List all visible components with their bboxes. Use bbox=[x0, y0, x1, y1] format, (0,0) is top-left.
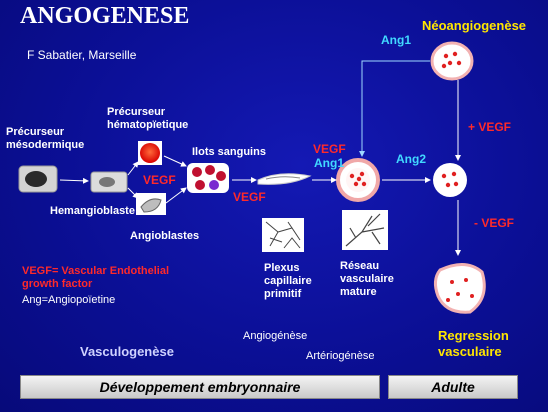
blood-islands bbox=[187, 163, 229, 193]
label-angiogenese: Angiogénèse bbox=[243, 330, 308, 342]
label-precurseur-hematopoietique: Précurseur hématopïetique bbox=[107, 106, 189, 131]
label-arteriogenese: Artériogénèse bbox=[306, 350, 375, 362]
label-plexus: Plexus capillaire primitif bbox=[264, 262, 312, 300]
vessel-section-neo bbox=[430, 41, 474, 81]
label-ang1-mid: Ang1 bbox=[314, 156, 344, 170]
label-reseau: Réseau vasculaire mature bbox=[340, 260, 394, 298]
label-vegf-1: VEGF bbox=[143, 173, 176, 187]
label-ilots-sanguins: Ilots sanguins bbox=[192, 146, 266, 158]
vessel-section-right bbox=[433, 163, 467, 197]
mature-network bbox=[342, 210, 388, 250]
label-minus-vegf: - VEGF bbox=[474, 216, 515, 230]
label-vegf-3: VEGF bbox=[313, 142, 346, 156]
bar-developpement-embryonnaire: Développement embryonnaire bbox=[20, 375, 380, 399]
label-precurseur-mesodermique: Précurseur mésodermique bbox=[6, 126, 85, 151]
definition-vegf: VEGF= Vascular Endothelial growth factor bbox=[22, 265, 170, 290]
vessel-section-regression bbox=[433, 263, 486, 314]
mesoderm-cell bbox=[18, 165, 58, 193]
hemangioblast-cell bbox=[90, 171, 128, 193]
author-credit: F Sabatier, Marseille bbox=[27, 48, 137, 62]
hematopoietic-cell bbox=[138, 141, 162, 165]
definition-ang: Ang=Angiopoïetine bbox=[22, 294, 116, 306]
label-ang1-top: Ang1 bbox=[381, 33, 411, 47]
label-vasculogenese: Vasculogenèse bbox=[80, 344, 174, 359]
primitive-vessel bbox=[257, 173, 312, 185]
bar-adulte: Adulte bbox=[388, 375, 518, 399]
label-hemangioblaste: Hemangioblaste bbox=[50, 205, 135, 217]
label-ang2: Ang2 bbox=[396, 152, 426, 166]
angioblast-cell bbox=[136, 193, 166, 215]
flow-arrows bbox=[59, 80, 461, 256]
label-angioblastes: Angioblastes bbox=[130, 230, 200, 242]
label-vegf-2: VEGF bbox=[233, 190, 266, 204]
label-plus-vegf: + VEGF bbox=[468, 120, 512, 134]
capillary-plexus bbox=[262, 218, 304, 252]
ang1-loop-arrow bbox=[359, 60, 430, 157]
vessel-section-center bbox=[336, 158, 380, 202]
label-regression: Regression vasculaire bbox=[438, 328, 509, 359]
label-neoangiogenese: Néoangiogenèse bbox=[422, 18, 527, 33]
slide-title: ANGOGENESE bbox=[20, 3, 190, 29]
